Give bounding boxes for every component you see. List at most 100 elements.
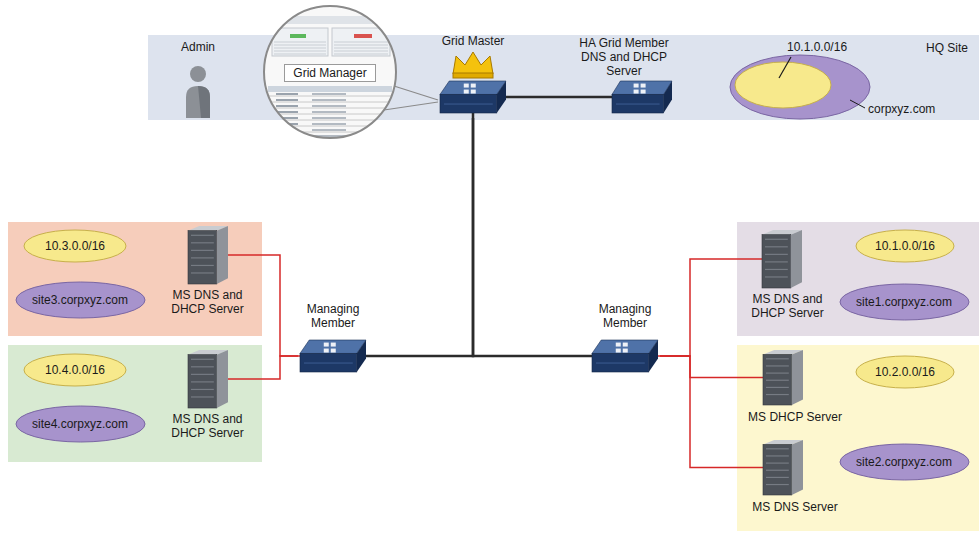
server-slot	[191, 257, 214, 258]
callout-circle	[264, 6, 396, 138]
node-label: Admin	[168, 40, 228, 54]
grid-manager-callout: Grid Manager	[262, 4, 398, 140]
logo-mark	[464, 90, 469, 94]
appliance-top	[440, 81, 506, 94]
site-band: HQ SiteAdminGrid ManagerGrid MasterHA Gr…	[148, 35, 979, 120]
server-front	[188, 355, 217, 408]
screen-cell	[276, 99, 298, 101]
screen-row	[268, 126, 392, 127]
node-label: Grid Manager	[284, 64, 376, 82]
screen-cell	[312, 93, 346, 95]
network-ellipse	[735, 62, 831, 108]
ms-server: MS DNS and DHCP Server	[740, 230, 835, 328]
screen-row	[334, 51, 388, 52]
shape-label: 10.2.0.0/16	[875, 365, 935, 379]
server-slot	[765, 239, 788, 240]
person-head	[190, 66, 206, 82]
zone-ellipse	[16, 282, 145, 318]
network-link	[660, 356, 745, 378]
shape-label: site3.corpxyz.com	[32, 293, 128, 307]
zone-ellipse	[840, 444, 969, 480]
node-label: corpxyz.com	[868, 102, 948, 116]
network-link	[518, 96, 572, 99]
network-range: 10.1.0.0/16	[735, 40, 855, 112]
screen-cell	[276, 117, 298, 119]
server-slot	[766, 394, 789, 395]
zone-ellipse	[16, 406, 145, 442]
status-mark	[290, 34, 306, 38]
server-slot	[191, 272, 214, 273]
admin-user: Admin	[168, 40, 228, 120]
shape-label: 10.4.0.0/16	[45, 363, 105, 377]
node-label: MS DNS Server	[745, 500, 845, 514]
screen-cell	[276, 105, 298, 107]
ms-server: MS DHCP Server	[745, 350, 845, 430]
appliance-top	[592, 340, 658, 353]
site-band	[8, 222, 262, 336]
screen-panel	[332, 28, 390, 56]
server-slot	[191, 359, 214, 360]
person-shade	[198, 86, 210, 118]
logo-mark	[324, 349, 329, 353]
server-slot	[191, 396, 214, 397]
server-side	[217, 226, 228, 284]
node-label: HA Grid Member DNS and DHCP Server	[572, 36, 676, 78]
connector-stub	[572, 96, 613, 99]
server-front	[763, 354, 792, 405]
shape-label: site1.corpxyz.com	[856, 295, 952, 309]
crown-icon	[453, 52, 493, 74]
appliance-front	[612, 94, 664, 113]
logo-mark	[331, 343, 336, 347]
server-slot	[766, 448, 789, 449]
logo-mark	[331, 349, 336, 353]
node-label: Managing Member	[298, 302, 368, 330]
screen-cell	[312, 117, 346, 119]
server-slot	[191, 250, 214, 251]
server-slot	[766, 455, 789, 456]
screen-cell	[276, 129, 298, 131]
server-side	[217, 350, 228, 408]
status-mark	[354, 34, 372, 38]
network-ellipse	[24, 354, 126, 386]
logo-mark	[464, 84, 469, 88]
ms-server: MS DNS and DHCP Server	[160, 226, 255, 324]
dns-zone: site2.corpxyz.com	[839, 443, 970, 481]
appliance-edge	[444, 104, 493, 105]
network-ellipse	[856, 230, 954, 262]
screen-row	[268, 114, 392, 115]
connector-stub	[740, 258, 763, 260]
appliance-side	[357, 340, 366, 372]
logo-mark	[623, 349, 628, 353]
server-slot	[765, 261, 788, 262]
screen-ground	[262, 4, 398, 140]
server-slot	[766, 463, 789, 464]
zone-ellipse	[730, 55, 870, 119]
server-front	[762, 235, 791, 288]
network-link	[255, 255, 298, 356]
screen-row	[268, 132, 392, 133]
site-band	[737, 345, 979, 531]
leader-line	[779, 57, 791, 78]
screen-cell	[312, 129, 346, 131]
node-label: MS DNS and DHCP Server	[160, 412, 255, 440]
network-range: 10.3.0.0/16	[23, 229, 127, 263]
ms-server: MS DNS Server	[745, 440, 845, 520]
server-side	[791, 230, 802, 288]
network-ellipse	[856, 356, 954, 388]
server-front	[188, 231, 217, 284]
screen-row	[274, 54, 326, 55]
server-slot	[191, 389, 214, 390]
logo-mark	[641, 90, 646, 94]
callout-leader	[384, 102, 438, 110]
dns-zone: site4.corpxyz.com	[15, 405, 146, 443]
logo-mark	[324, 343, 329, 347]
shape-label: 10.1.0.0/16	[875, 239, 935, 253]
network-link	[255, 356, 298, 379]
server-slot	[765, 276, 788, 277]
network-link	[473, 118, 590, 356]
logo-mark	[623, 343, 628, 347]
screen-cell	[312, 105, 346, 107]
dns-zone: site1.corpxyz.com	[839, 283, 970, 321]
grid-member: HA Grid Member DNS and DHCP Server	[572, 36, 676, 118]
connector-stub	[227, 378, 255, 380]
